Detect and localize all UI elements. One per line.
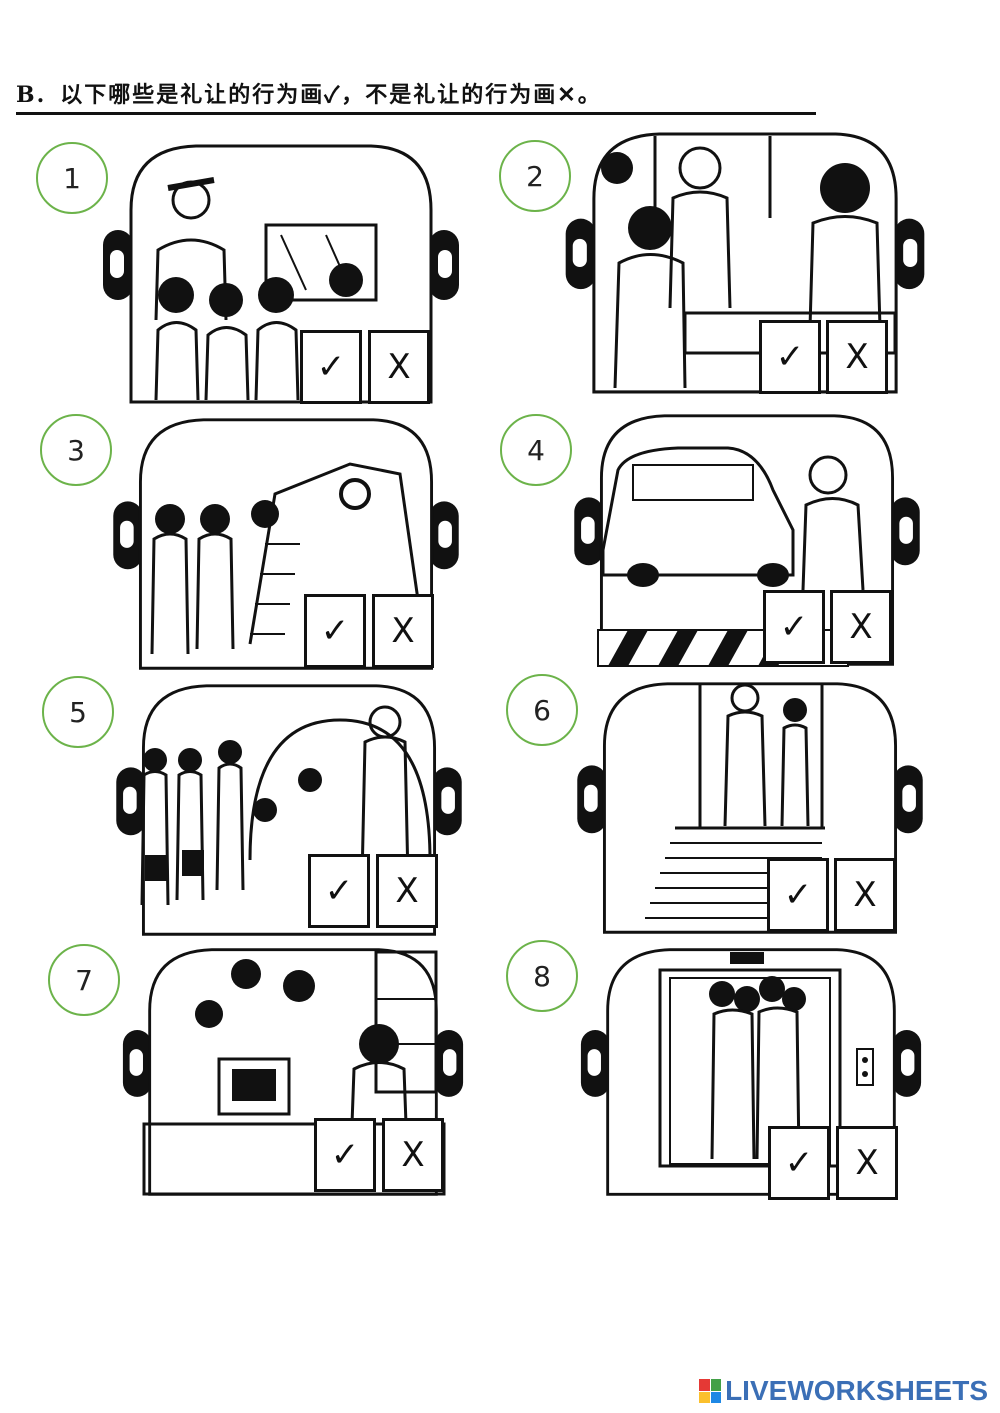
water-tap-queue-illustration	[114, 684, 464, 936]
check-button-3[interactable]: ✓	[304, 594, 366, 668]
cross-button-5[interactable]: X	[376, 854, 438, 928]
brand-name: LIVEWORKSHEETS	[725, 1375, 988, 1406]
cross-button-7[interactable]: X	[382, 1118, 444, 1192]
scene-picture-8	[562, 944, 940, 1202]
scene-picture-3	[100, 414, 472, 676]
scene-picture-1	[96, 140, 466, 410]
lift-crowd-illustration	[579, 948, 923, 1196]
question-number-1: 1	[36, 142, 108, 214]
liveworksheets-logo: LIVEWORKSHEETS	[699, 1374, 988, 1408]
section-letter: B.	[16, 82, 47, 108]
logo-mark-icon	[699, 1379, 722, 1403]
bus-seat-offer-illustration	[564, 132, 926, 394]
question-number-7: 7	[48, 944, 120, 1016]
cross-button-8[interactable]: X	[836, 1126, 898, 1200]
scene-picture-2	[555, 128, 935, 400]
question-number-8: 8	[506, 940, 578, 1012]
cross-button-1[interactable]: X	[368, 330, 430, 404]
question-number-5: 5	[42, 676, 114, 748]
check-button-4[interactable]: ✓	[763, 590, 825, 664]
check-button-2[interactable]: ✓	[759, 320, 821, 394]
scene-picture-7	[104, 944, 482, 1202]
cross-button-3[interactable]: X	[372, 594, 434, 668]
scene-picture-5	[100, 680, 478, 942]
check-button-1[interactable]: ✓	[300, 330, 362, 404]
check-button-6[interactable]: ✓	[767, 858, 829, 932]
check-button-7[interactable]: ✓	[314, 1118, 376, 1192]
cross-button-2[interactable]: X	[826, 320, 888, 394]
question-number-3: 3	[40, 414, 112, 486]
question-number-2: 2	[499, 140, 571, 212]
question-number-6: 6	[506, 674, 578, 746]
queue-at-board-illustration	[101, 144, 461, 404]
question-number-4: 4	[500, 414, 572, 486]
check-button-5[interactable]: ✓	[308, 854, 370, 928]
cross-button-6[interactable]: X	[834, 858, 896, 932]
cross-button-4[interactable]: X	[830, 590, 892, 664]
slide-queue-illustration	[111, 418, 461, 670]
check-button-8[interactable]: ✓	[768, 1126, 830, 1200]
instruction-text: 以下哪些是礼让的行为画✓，不是礼让的行为画✕。	[60, 82, 602, 108]
library-counter-illustration	[121, 948, 465, 1196]
instruction-heading: B. 以下哪些是礼让的行为画✓，不是礼让的行为画✕。	[16, 78, 816, 115]
